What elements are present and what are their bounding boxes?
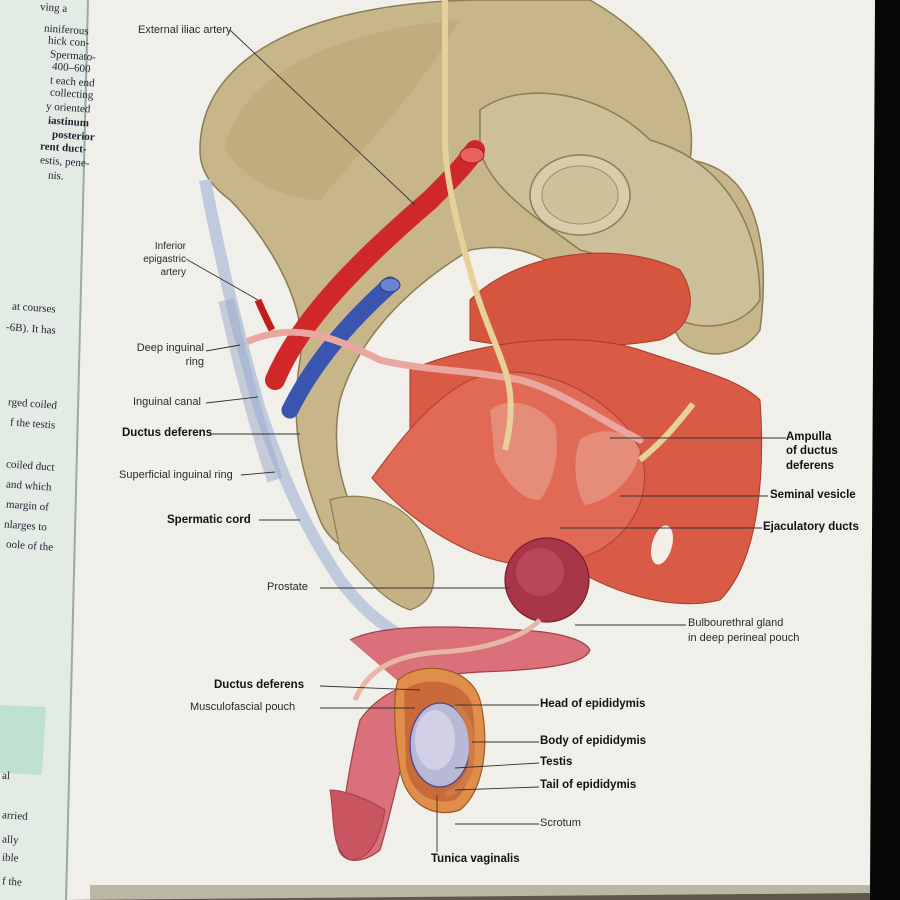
label-spermatic-cord: Spermatic cord (167, 514, 251, 526)
label-tunica-vaginalis: Tunica vaginalis (431, 853, 520, 865)
left-page-fragment: al (1, 769, 11, 783)
label-bulbourethral-2: in deep perineal pouch (688, 632, 800, 644)
label-ampulla-2: of ductus (786, 445, 838, 457)
left-page (0, 0, 88, 900)
label-superficial-inguinal-ring: Superficial inguinal ring (119, 469, 233, 481)
label-bulbourethral-1: Bulbourethral gland (688, 617, 784, 629)
label-ductus-deferens-upper: Ductus deferens (122, 427, 213, 439)
label-deep-inguinal-ring-1: Deep inguinal (136, 342, 204, 354)
label-deep-inguinal-ring-2: ring (185, 356, 204, 368)
label-body-of-epididymis: Body of epididymis (540, 735, 647, 747)
left-page-fragment: arried (1, 809, 29, 823)
label-seminal-vesicle: Seminal vesicle (770, 489, 856, 501)
label-tail-of-epididymis: Tail of epididymis (540, 779, 637, 791)
label-musculofascial-pouch: Musculofascial pouch (190, 701, 296, 713)
label-ampulla-1: Ampulla (786, 431, 832, 443)
label-inferior-epigastric-1: Inferior (154, 241, 186, 252)
label-prostate: Prostate (267, 581, 308, 593)
left-page-fragment: ible (1, 851, 19, 865)
left-page-fragment: f the (1, 875, 23, 889)
label-ampulla-3: deferens (786, 460, 834, 472)
label-ejaculatory-ducts: Ejaculatory ducts (763, 521, 859, 533)
label-ductus-deferens-lower: Ductus deferens (214, 679, 305, 691)
label-external-iliac-artery: External iliac artery (138, 24, 232, 36)
left-page-green-box (0, 705, 46, 775)
label-testis: Testis (540, 756, 573, 768)
label-head-of-epididymis: Head of epididymis (540, 698, 646, 710)
label-inguinal-canal: Inguinal canal (133, 396, 201, 408)
left-page-fragment: nis. (47, 169, 65, 183)
label-inferior-epigastric-2: epigastric (143, 254, 186, 265)
label-inferior-epigastric-3: artery (160, 267, 186, 278)
label-scrotum: Scrotum (540, 817, 581, 829)
left-page-fragment: ally (1, 833, 19, 847)
left-page-fragment: ving a (39, 1, 68, 15)
